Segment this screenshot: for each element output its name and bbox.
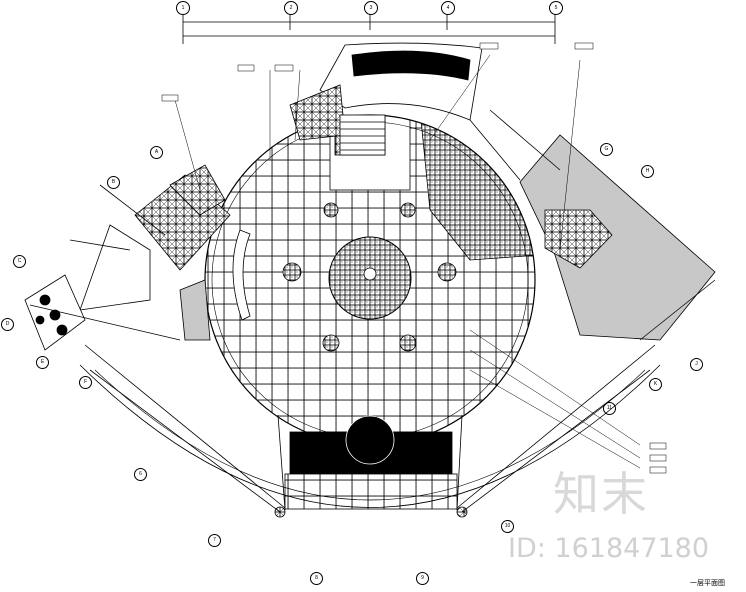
curved-bench — [232, 229, 251, 321]
planters — [24, 274, 86, 351]
axis-bubble: H — [641, 165, 654, 178]
axis-bubble: K — [649, 378, 662, 391]
axis-bubble: 5 — [549, 1, 563, 15]
axis-bubble: C — [13, 255, 26, 268]
staircase — [339, 114, 386, 156]
axis-bubble: 8 — [310, 572, 323, 585]
axis-bubble: 10 — [501, 520, 514, 533]
axis-bubble: 6 — [134, 468, 147, 481]
axis-bubble: G — [600, 143, 613, 156]
axis-bubble: F — [79, 376, 92, 389]
west-wing — [79, 164, 231, 341]
axis-bubble: 7 — [208, 534, 221, 547]
axis-bubble: 9 — [416, 572, 429, 585]
entrance-canopy — [319, 42, 561, 181]
top-dimension-line — [182, 14, 556, 44]
front-entrance — [274, 414, 468, 518]
annotation-tags — [161, 42, 667, 474]
axis-bubble: 11 — [603, 402, 616, 415]
axis-bubble: 1 — [176, 1, 190, 15]
axis-bubble: 4 — [441, 1, 455, 15]
axis-bubble: A — [150, 146, 163, 159]
exterior-gray-areas — [519, 134, 716, 341]
drawing-title: 一层平面图 — [690, 580, 725, 587]
axis-bubble: J — [690, 358, 703, 371]
leader-lines — [174, 54, 641, 469]
axis-bubble: 3 — [364, 1, 378, 15]
axis-bubble: 2 — [284, 1, 298, 15]
axis-bubble: E — [36, 356, 49, 369]
axis-bubble: D — [1, 318, 14, 331]
axis-bubble: B — [107, 176, 120, 189]
watermark-id: ID: 161847180 — [508, 533, 710, 564]
outer-arcs — [29, 184, 716, 513]
watermark-logo: 知末 — [553, 467, 649, 521]
central-atrium — [282, 202, 457, 352]
